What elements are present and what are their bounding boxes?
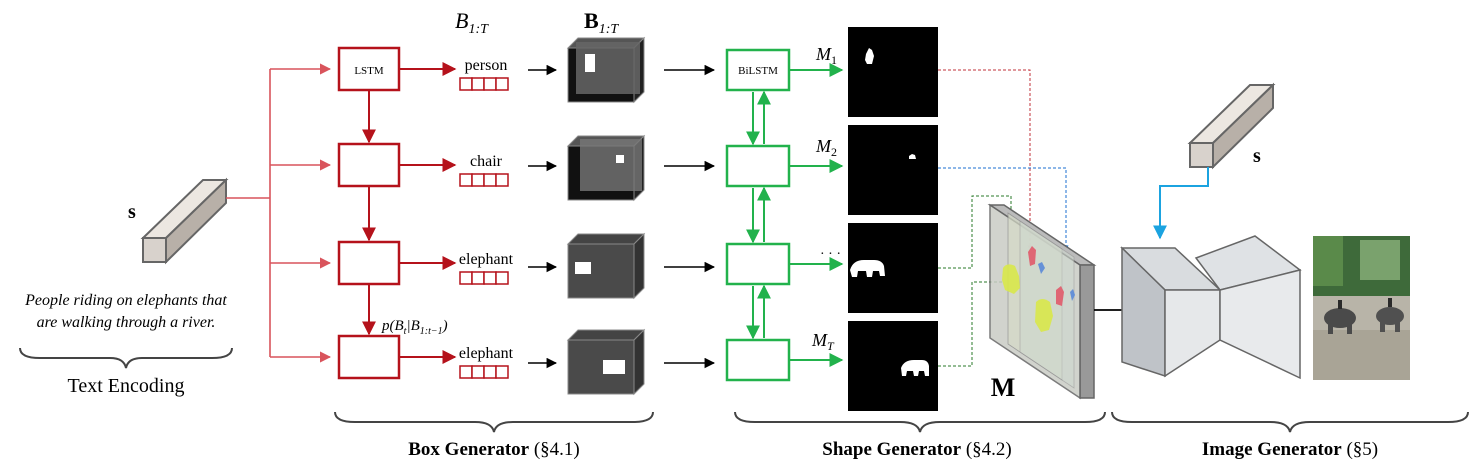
shape-generator-brace: [734, 411, 1106, 433]
box-label-3: elephant: [459, 251, 514, 268]
bilstm-cell-4: [725, 338, 791, 382]
lstm-cell-4: [337, 334, 401, 380]
mask-label-ellipsis: · · ·: [820, 247, 841, 262]
bilstm-cell-3: [725, 242, 791, 286]
probability-label: p(Bt|B1:t−1): [381, 318, 448, 337]
shape-generator-label: Shape Generator (§4.2): [822, 439, 1011, 460]
s-label: s: [128, 201, 136, 223]
box-label-1: person: [465, 57, 508, 74]
encoder-block: [1120, 246, 1222, 378]
sentence-line-1: People riding on elephants that: [24, 292, 227, 309]
mask-image-1: [848, 27, 938, 117]
box-label-2: chair: [470, 153, 503, 170]
image-s-label: s: [1253, 145, 1261, 167]
box-label-4: elephant: [459, 345, 514, 362]
s-to-generator-arrow: [1153, 167, 1209, 240]
lstm-cell-3: [337, 240, 401, 286]
box-generator-label: Box Generator (§4.1): [408, 439, 579, 460]
onehot-vector-3: [459, 271, 509, 285]
text-encoding-brace: [19, 347, 233, 369]
onehot-vector-4: [459, 365, 509, 379]
bilstm-label: BiLSTM: [738, 65, 778, 77]
shape-generator-block: BiLSTM M1 M2 · · · MT: [725, 27, 1106, 460]
mask-image-t: [848, 321, 938, 411]
bilstm-bidirectional-links: [746, 90, 771, 340]
text-encoding-block: s People riding on elephants that are wa…: [19, 177, 233, 397]
generated-image: [1313, 236, 1410, 380]
image-generator-label: Image Generator (§5): [1202, 439, 1378, 460]
sentence-line-2: are walking through a river.: [37, 314, 216, 331]
volume-m-label: M: [991, 373, 1016, 402]
bilstm-cell-2: [725, 144, 791, 188]
box-generator-brace: [334, 411, 654, 433]
onehot-vector-1: [459, 77, 509, 91]
box-volume-2: [566, 134, 646, 202]
onehot-vector-2: [459, 173, 509, 187]
text-encoding-label: Text Encoding: [68, 375, 185, 397]
bold-b-header: B1:T: [584, 8, 619, 37]
sentence-embedding-cuboid: [140, 177, 229, 265]
box-volume-4: [566, 328, 646, 396]
image-generator-brace: [1111, 411, 1469, 433]
text-to-lstm-connectors: [226, 63, 332, 363]
decoder-block: [1194, 235, 1302, 380]
lstm-label: LSTM: [354, 65, 384, 77]
mask-label-t: MT: [811, 330, 835, 353]
box-volume-1: [566, 36, 646, 104]
b-header: B1:T: [455, 8, 489, 37]
box-volume-3: [566, 232, 646, 300]
mask-to-volume-links: [938, 69, 1069, 367]
image-generator-block: s Ima: [1111, 82, 1469, 460]
shape-volume-m: [987, 203, 1097, 400]
image-sentence-embedding-cuboid: [1187, 82, 1276, 170]
box-generator-block: B1:T B1:T LSTM p(Bt|B1:t−1) person chair…: [334, 8, 654, 460]
box-to-shape-arrows: [664, 64, 716, 369]
bilstm-output-arrows: [789, 63, 844, 367]
mask-label-1: M1: [815, 44, 837, 67]
mask-image-2: [848, 125, 938, 215]
lstm-cell-2: [337, 142, 401, 188]
mask-label-2: M2: [815, 136, 837, 159]
mask-image-3: [848, 223, 938, 313]
